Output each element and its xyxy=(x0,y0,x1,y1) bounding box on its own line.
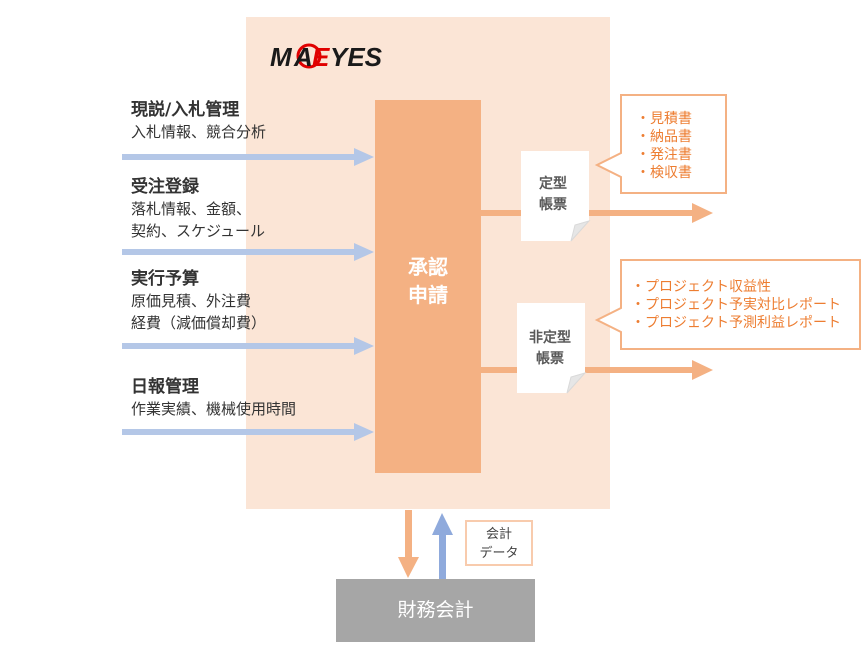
approval-block xyxy=(375,100,481,473)
callout-2-list: ・プロジェクト収益性 ・プロジェクト予実対比レポート ・プロジェクト予測利益レポ… xyxy=(631,278,841,332)
doc-label-2: 非定型 帳票 xyxy=(517,328,583,370)
input-arrow-1 xyxy=(122,154,356,160)
output-arrow-1a xyxy=(481,210,521,216)
input-desc-4-line-1: 作業実績、機械使用時間 xyxy=(131,400,297,418)
input-desc-1-line-1: 入札情報、競合分析 xyxy=(131,123,267,141)
input-desc-2-line-2: 契約、スケジュール xyxy=(131,222,265,240)
callout-1-item: ・見積書 xyxy=(636,111,692,127)
doc-label-1-line-2: 帳票 xyxy=(539,197,567,213)
svg-text:M: M xyxy=(270,42,293,72)
output-arrow-2a xyxy=(481,367,521,373)
callout-2-item: ・プロジェクト収益性 xyxy=(631,279,771,295)
doc-label-2-line-2: 帳票 xyxy=(536,351,564,367)
input-arrow-2 xyxy=(122,249,356,255)
callout-1-list: ・見積書 ・納品書 ・発注書 ・検収書 xyxy=(636,110,692,182)
input-arrow-3 xyxy=(122,343,356,349)
approval-line-1: 承認 xyxy=(408,255,448,279)
input-group-3: 実行予算 原価見積、外注費 経費（減価償却費） xyxy=(131,268,266,334)
input-group-1: 現説/入札管理 入札情報、競合分析 xyxy=(131,99,266,143)
input-title-1: 現説/入札管理 xyxy=(131,100,240,120)
svg-text:E: E xyxy=(312,42,330,72)
doc-label-2-line-1: 非定型 xyxy=(529,330,571,346)
doc-label-1: 定型 帳票 xyxy=(521,174,585,216)
approval-label: 承認 申請 xyxy=(375,253,481,309)
accounting-data-label: 会計 データ xyxy=(465,520,533,566)
input-desc-3-line-1: 原価見積、外注費 xyxy=(131,292,252,310)
up-arrow xyxy=(439,533,446,579)
accounting-data-line-1: 会計 xyxy=(485,527,512,542)
maeyes-logo: M A E YES xyxy=(268,40,390,72)
svg-text:YES: YES xyxy=(330,42,383,72)
input-title-3: 実行予算 xyxy=(131,269,199,289)
input-desc-2-line-1: 落札情報、金額、 xyxy=(131,200,252,218)
output-arrow-2b xyxy=(585,367,693,373)
approval-line-2: 申請 xyxy=(408,283,448,307)
output-arrow-1b xyxy=(587,210,693,216)
input-group-2: 受注登録 落札情報、金額、 契約、スケジュール xyxy=(131,176,265,242)
input-arrow-4 xyxy=(122,429,356,435)
callout-1-item: ・検収書 xyxy=(636,165,692,181)
input-desc-3-line-2: 経費（減価償却費） xyxy=(131,314,267,332)
input-title-4: 日報管理 xyxy=(131,377,199,397)
doc-label-1-line-1: 定型 xyxy=(539,176,567,192)
callout-2-item: ・プロジェクト予測利益レポート xyxy=(631,315,841,331)
callout-2-item: ・プロジェクト予実対比レポート xyxy=(631,297,841,313)
callout-2-shape xyxy=(594,259,861,350)
callout-1-item: ・納品書 xyxy=(636,129,692,145)
callout-1-shape xyxy=(594,94,727,194)
input-title-2: 受注登録 xyxy=(131,177,199,197)
financial-accounting-box: 財務会計 xyxy=(336,579,535,642)
doc-shape-2 xyxy=(517,303,587,394)
doc-shape-1 xyxy=(521,151,591,242)
down-arrow xyxy=(405,510,412,560)
accounting-data-line-2: データ xyxy=(479,546,519,561)
input-group-4: 日報管理 作業実績、機械使用時間 xyxy=(131,376,296,420)
svg-text:A: A xyxy=(293,42,313,72)
callout-1-item: ・発注書 xyxy=(636,147,692,163)
